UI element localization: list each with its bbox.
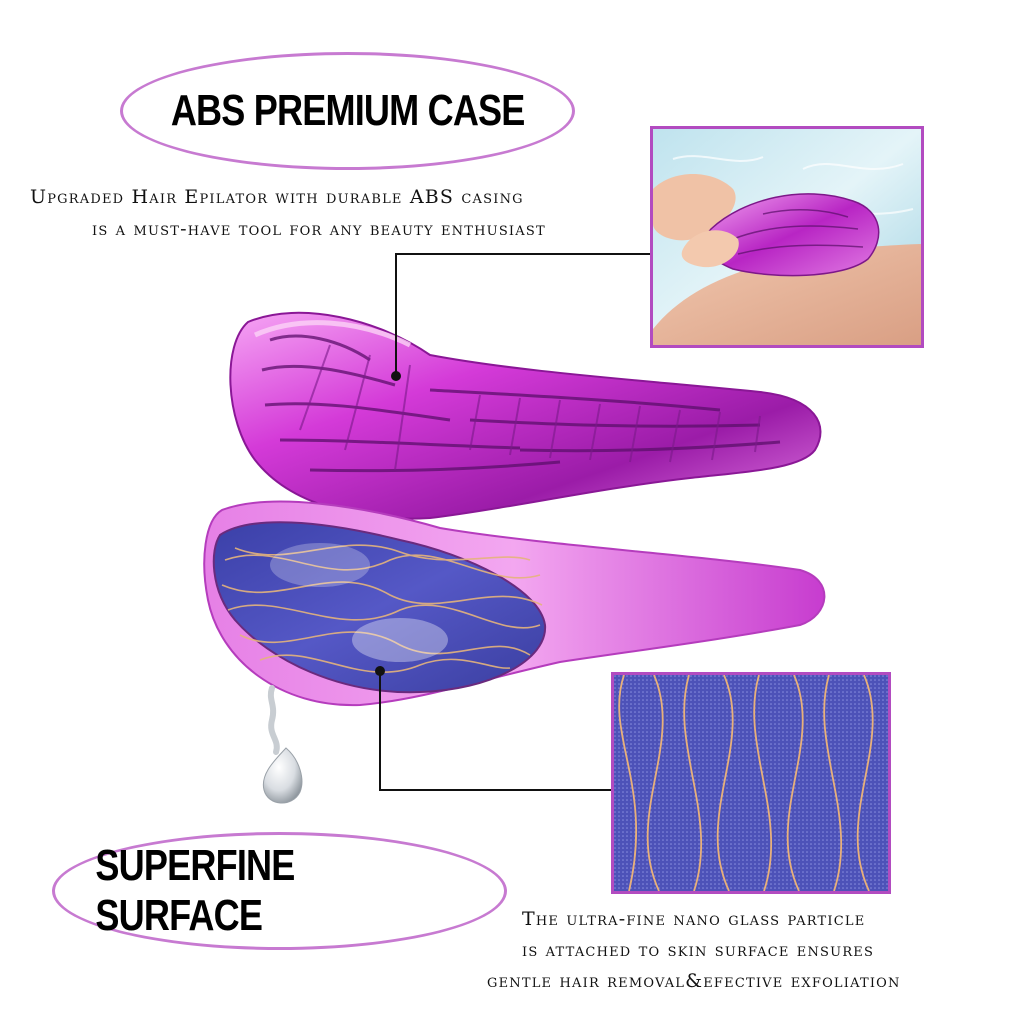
water-drops	[262, 685, 303, 804]
glass-surface-device	[203, 500, 826, 707]
superfine-surface-oval: SUPERFINE SURFACE	[52, 832, 507, 950]
usage-photo-frame	[650, 126, 924, 348]
connector-dot-bottom	[375, 666, 385, 676]
surface-closeup	[614, 675, 888, 891]
surface-closeup-frame	[611, 672, 891, 894]
abs-description-line-1: Upgraded Hair Epilator with durable ABS …	[30, 186, 524, 208]
connector-lines	[379, 253, 650, 791]
abs-premium-case-oval: ABS PREMIUM CASE	[120, 52, 575, 170]
wing-case-device	[229, 311, 822, 520]
surface-description-line-2: is attached to skin surface ensures	[522, 939, 875, 961]
abs-description-line-2: is a must-have tool for any beauty enthu…	[92, 218, 546, 240]
surface-description-line-3: gentle hair removal&efective exfoliation	[487, 970, 901, 992]
connector-dot-top	[391, 371, 401, 381]
abs-premium-case-title: ABS PREMIUM CASE	[170, 86, 526, 135]
superfine-surface-title: SUPERFINE SURFACE	[95, 841, 295, 940]
surface-description-line-1: The ultra-fine nano glass particle	[522, 908, 866, 930]
usage-photo	[653, 129, 921, 345]
